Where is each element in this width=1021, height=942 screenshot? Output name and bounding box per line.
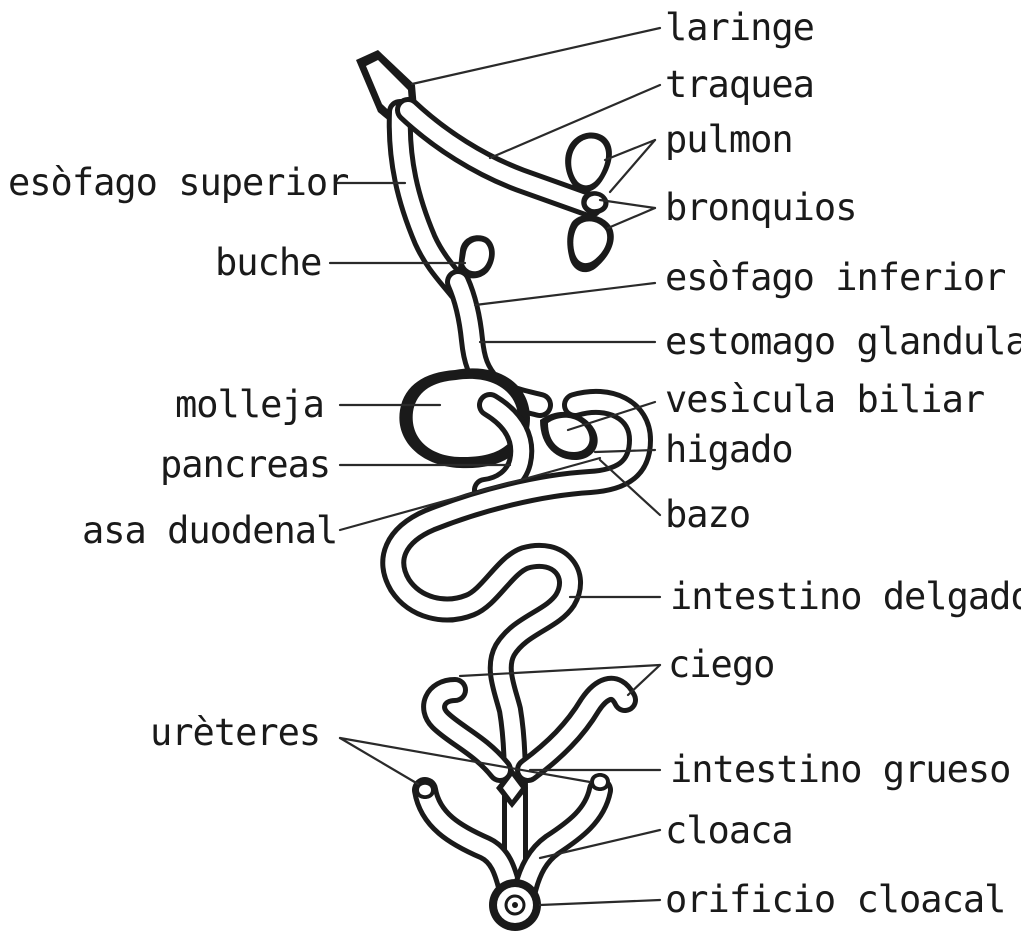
leader-laringe bbox=[412, 28, 660, 84]
label-vesicula-biliar: vesìcula biliar bbox=[665, 378, 984, 421]
cecum-left-shape bbox=[434, 690, 500, 770]
label-ciego: ciego bbox=[668, 643, 774, 686]
label-laringe: laringe bbox=[665, 6, 814, 49]
label-intestino-delgado: intestino delgado bbox=[670, 575, 1021, 618]
ureter-left-shape bbox=[415, 781, 510, 890]
leader-bronquios-b bbox=[608, 208, 655, 228]
liver-shape bbox=[540, 412, 598, 460]
label-pancreas: pancreas bbox=[160, 443, 330, 486]
label-orificio-cloacal: orificio cloacal bbox=[665, 878, 1005, 921]
lung-upper-shape bbox=[565, 133, 612, 193]
label-bazo: bazo bbox=[665, 493, 750, 536]
cecum-right-shape bbox=[528, 689, 625, 770]
label-traquea: traquea bbox=[665, 63, 814, 106]
label-cloaca: cloaca bbox=[665, 809, 793, 852]
label-bronquios: bronquios bbox=[665, 186, 856, 229]
label-intestino-grueso: intestino grueso bbox=[670, 748, 1010, 791]
label-asa-duodenal: asa duodenal bbox=[82, 509, 337, 552]
label-molleja: molleja bbox=[175, 383, 324, 426]
cloacal-orifice-shape bbox=[489, 879, 541, 931]
label-estomago-glandular: estomago glandular bbox=[665, 320, 1021, 363]
ureter-right-shape bbox=[525, 773, 610, 890]
bronchi-shape bbox=[581, 191, 608, 214]
label-ureteres: urèteres bbox=[150, 711, 320, 754]
lung-lower-shape bbox=[567, 215, 614, 272]
label-pulmon: pulmon bbox=[665, 118, 793, 161]
label-higado: higado bbox=[665, 428, 793, 471]
leader-orificio-cloacal bbox=[540, 900, 660, 905]
label-esofago-superior: esòfago superior bbox=[8, 161, 348, 204]
leader-esofago-inferior bbox=[475, 283, 655, 305]
leader-ciego-b bbox=[628, 665, 660, 695]
trachea-shape bbox=[408, 110, 590, 205]
label-esofago-inferior: esòfago inferior bbox=[665, 256, 1005, 299]
label-buche: buche bbox=[215, 241, 321, 284]
leader-pulmon-b bbox=[610, 140, 655, 192]
